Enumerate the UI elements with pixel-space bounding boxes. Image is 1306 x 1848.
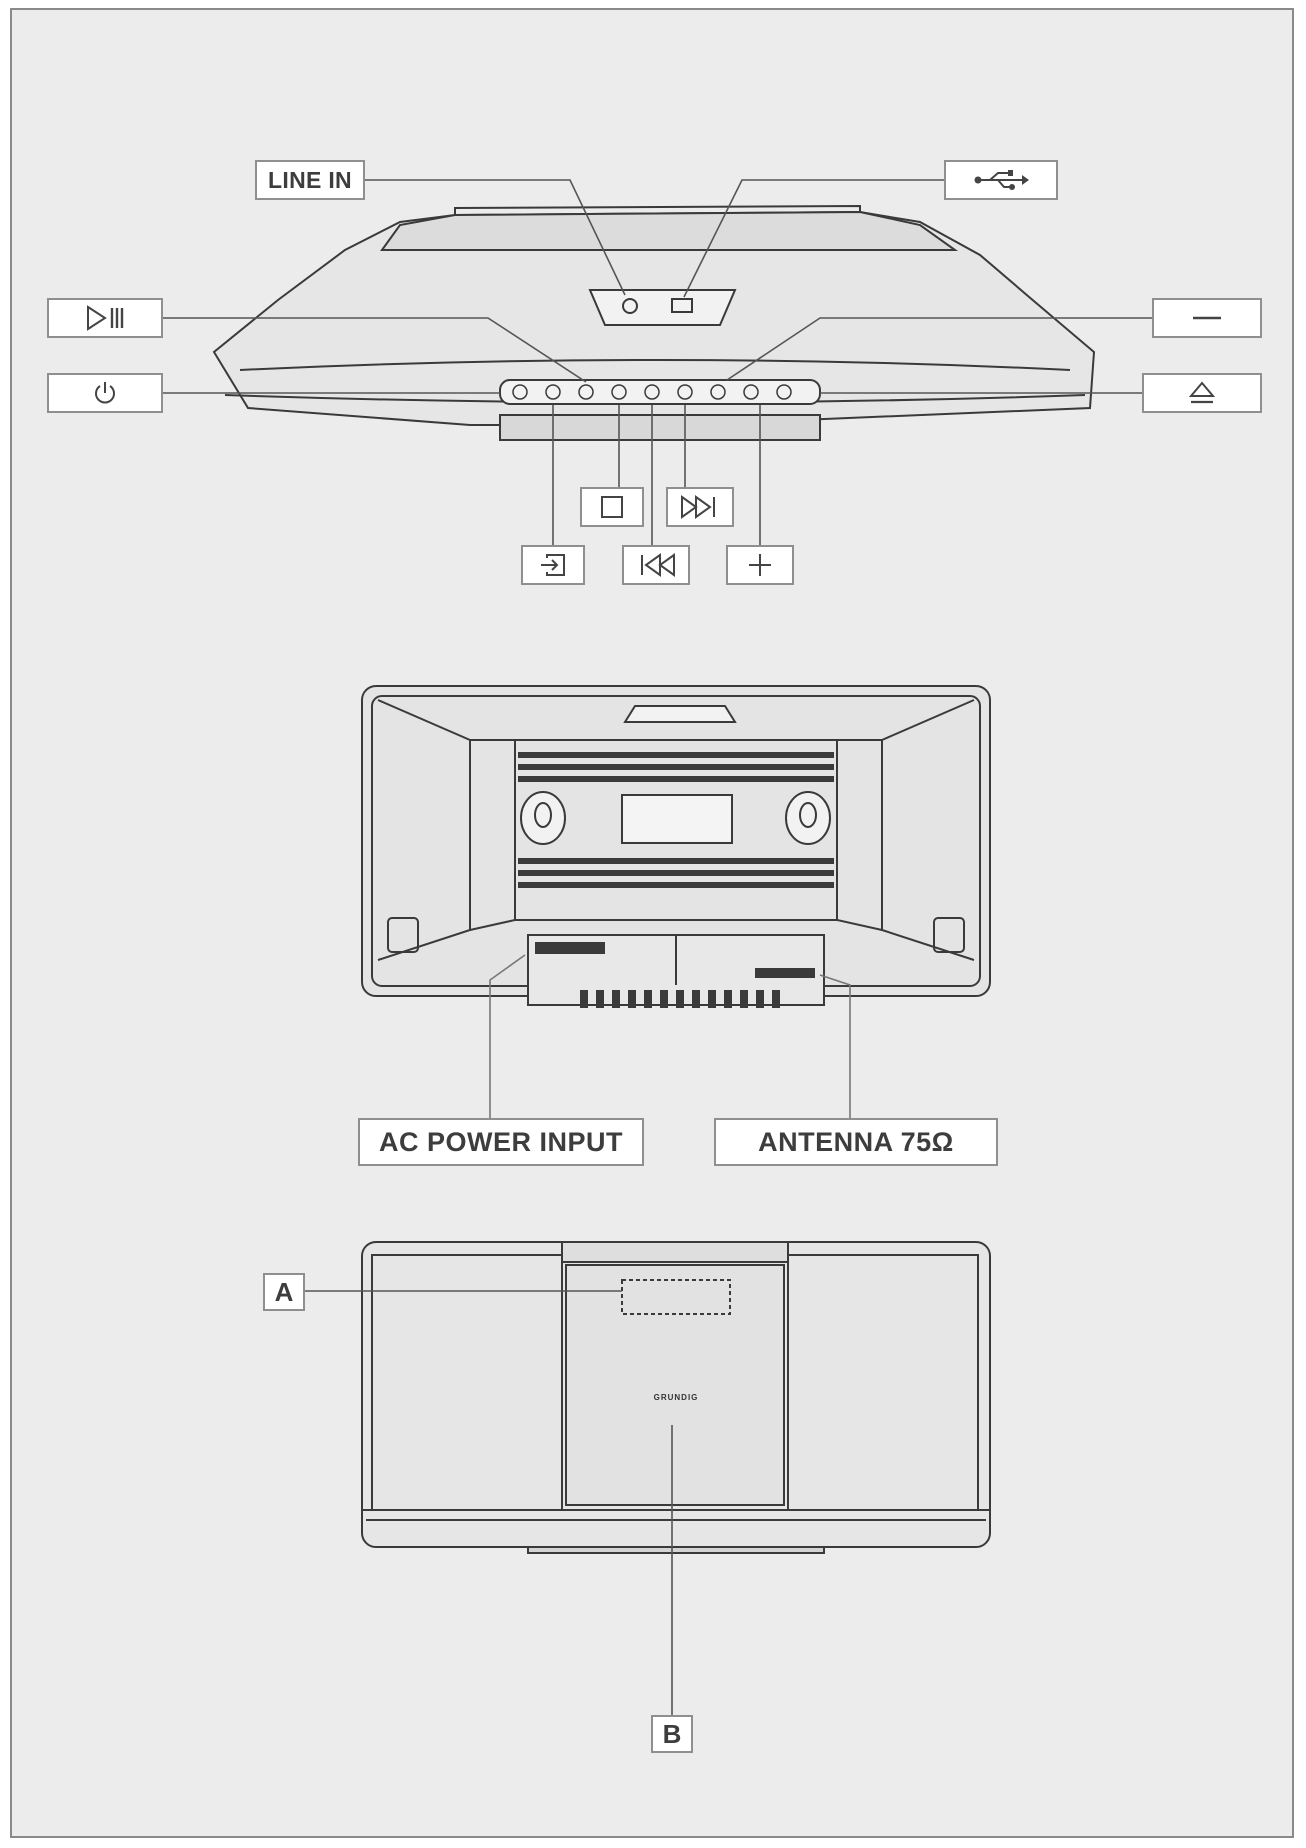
label-usb <box>944 160 1058 200</box>
skip-back-icon <box>641 553 675 577</box>
label-antenna-text: ANTENNA 75Ω <box>758 1126 954 1157</box>
source-input-icon <box>541 554 565 576</box>
label-b-text: B <box>662 1718 682 1749</box>
label-eject <box>1142 373 1262 413</box>
label-volume-down <box>1152 298 1262 338</box>
label-a: A <box>263 1273 305 1311</box>
top-view-leaders <box>163 179 1152 557</box>
label-ac-power-input: AC POWER INPUT <box>358 1118 644 1166</box>
label-line-in-text: LINE IN <box>268 166 352 193</box>
rear-view-device <box>361 685 991 1008</box>
minus-icon <box>1193 316 1221 320</box>
plus-icon <box>749 554 771 576</box>
label-a-text: A <box>274 1276 294 1307</box>
label-source <box>521 545 585 585</box>
rear-view-leaders <box>489 954 851 1118</box>
label-play-pause <box>47 298 163 338</box>
label-b: B <box>651 1715 693 1753</box>
label-antenna: ANTENNA 75Ω <box>714 1118 998 1166</box>
label-prev <box>622 545 690 585</box>
front-view-leaders <box>305 1290 673 1715</box>
label-power <box>47 373 163 413</box>
power-icon <box>95 382 115 404</box>
label-line-in: LINE IN <box>255 160 365 200</box>
grundig-logo: GRUNDIG <box>654 1393 699 1402</box>
label-ac-power-input-text: AC POWER INPUT <box>378 1126 623 1157</box>
label-stop <box>580 487 644 527</box>
eject-icon <box>1188 381 1216 404</box>
front-view-device <box>361 1241 991 1554</box>
label-volume-up <box>726 545 794 585</box>
skip-forward-icon <box>681 495 715 519</box>
label-next <box>666 487 734 527</box>
play-pause-icon <box>87 305 124 331</box>
top-view-device <box>212 204 1096 441</box>
stop-icon <box>601 496 623 518</box>
usb-icon <box>974 170 1029 190</box>
